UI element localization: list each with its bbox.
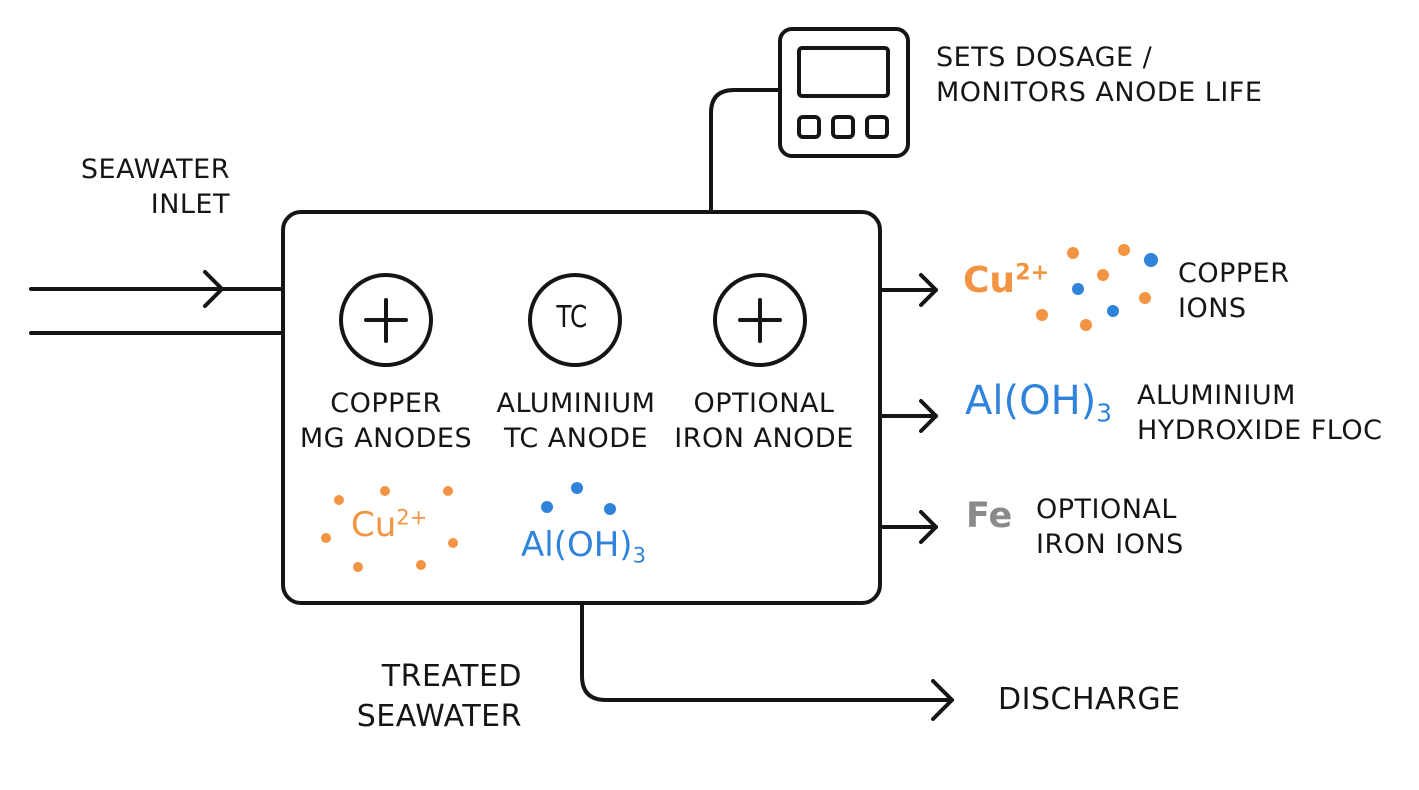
discharge-label: DISCHARGE <box>998 682 1181 717</box>
output-label-line: ALUMINIUM <box>1137 380 1296 411</box>
anode-label-line: COPPER <box>330 388 442 419</box>
copper-ion-formula-inside: Cu2+ <box>351 505 427 545</box>
copper-ion-dots-inside <box>321 486 458 572</box>
arrow-right-icon <box>919 510 938 544</box>
treated-label-line: SEAWATER <box>356 699 522 734</box>
formula-subscript: 3 <box>632 542 646 568</box>
controller-label-line: MONITORS ANODE LIFE <box>936 77 1263 108</box>
treated-label-line: TREATED <box>381 659 522 694</box>
tc-symbol: TC <box>556 300 588 335</box>
anode-label-iron: OPTIONAL IRON ANODE <box>672 386 856 456</box>
iron-formula-output: Fe <box>966 496 1012 536</box>
formula-base: Al(OH) <box>965 378 1097 424</box>
discharge-pipe <box>580 601 954 702</box>
tc-circle-icon <box>528 273 622 367</box>
copper-ion-dots-output <box>1036 244 1158 331</box>
formula-base: Cu <box>963 260 1016 301</box>
output-label-line: IRON IONS <box>1036 529 1184 560</box>
output-label-line: OPTIONAL <box>1036 494 1177 525</box>
plus-circle-icon <box>713 273 807 367</box>
formula-base: Cu <box>351 505 397 545</box>
formula-base: Fe <box>966 496 1013 536</box>
inlet-arrow-icon <box>203 270 224 308</box>
controller-icon <box>778 27 910 158</box>
inlet-label: SEAWATER INLET <box>20 152 230 222</box>
controller-label: SETS DOSAGE / MONITORS ANODE LIFE <box>936 40 1262 110</box>
formula-charge: 2+ <box>1015 259 1050 286</box>
controller-cable <box>709 88 782 214</box>
formula-base: Al(OH) <box>521 525 633 565</box>
anode-label-line: OPTIONAL <box>693 388 835 419</box>
formula-subscript: 3 <box>1096 398 1113 428</box>
copper-ion-formula-output: Cu2+ <box>963 260 1049 301</box>
inlet-label-line: INLET <box>150 189 230 220</box>
output-label-line: HYDROXIDE FLOC <box>1137 415 1383 446</box>
aluminium-hydroxide-formula-output: Al(OH)3 <box>965 378 1113 428</box>
arrow-right-icon <box>919 399 938 433</box>
anode-label-copper: COPPER MG ANODES <box>296 386 476 456</box>
anode-label-line: MG ANODES <box>299 423 473 454</box>
output-label-line: COPPER <box>1178 258 1290 289</box>
formula-charge: 2+ <box>396 504 428 530</box>
output-label-line: IONS <box>1178 293 1247 324</box>
output-label-aluminium: ALUMINIUM HYDROXIDE FLOC <box>1137 378 1382 448</box>
aluminium-hydroxide-formula-inside: Al(OH)3 <box>521 525 646 565</box>
treated-seawater-label: TREATED SEAWATER <box>300 657 522 737</box>
anode-label-line: ALUMINIUM <box>496 388 656 419</box>
arrow-right-icon <box>919 273 938 307</box>
plus-circle-icon <box>339 273 433 367</box>
anode-label-line: TC ANODE <box>503 423 649 454</box>
output-label-copper: COPPER IONS <box>1178 256 1290 326</box>
aluminium-floc-dots-inside <box>541 482 616 515</box>
anode-label-aluminium: ALUMINIUM TC ANODE <box>484 386 668 456</box>
output-label-iron: OPTIONAL IRON IONS <box>1036 492 1184 562</box>
discharge-arrow-icon <box>931 679 954 721</box>
controller-label-line: SETS DOSAGE / <box>936 42 1153 73</box>
anode-label-line: IRON ANODE <box>674 423 854 454</box>
inlet-label-line: SEAWATER <box>80 154 230 185</box>
